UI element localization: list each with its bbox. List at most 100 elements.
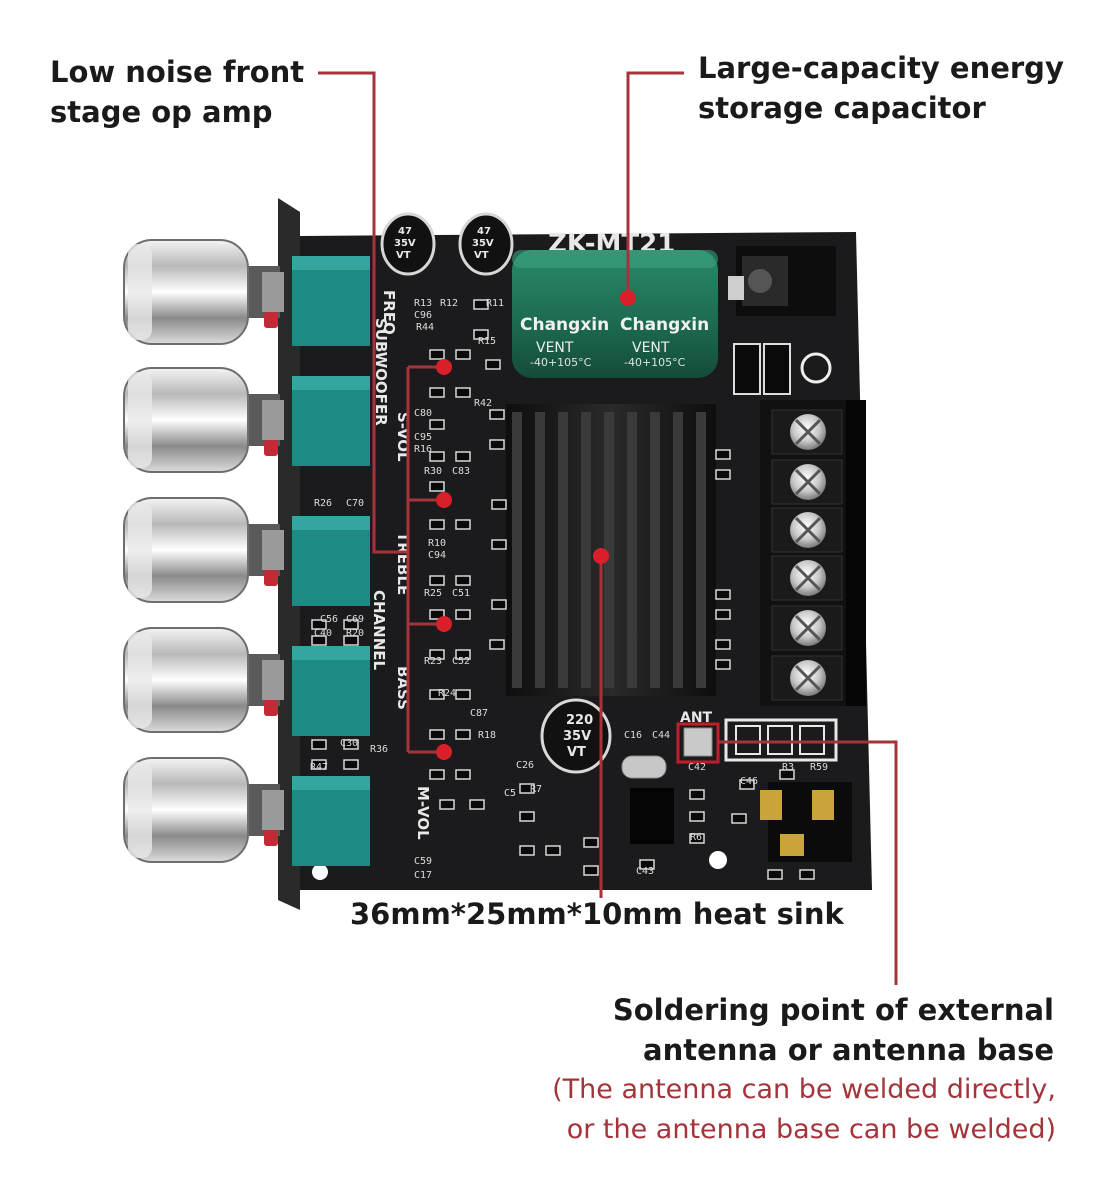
smd-part	[429, 451, 445, 462]
svg-text:35V: 35V	[394, 238, 416, 249]
capacitor-callout: Large-capacity energy storage capacitor	[698, 48, 1064, 128]
smd-components	[311, 299, 815, 880]
svg-text:47: 47	[477, 226, 491, 237]
diode	[733, 343, 761, 395]
svg-text:-40+105°C: -40+105°C	[530, 356, 592, 369]
knob-label: SUBWOOFER	[372, 318, 390, 426]
potentiometer-column	[292, 256, 370, 866]
silkscreen-label: C17	[414, 870, 432, 881]
smd-part	[689, 789, 705, 800]
smd-part	[689, 833, 705, 844]
heat-sink-fin	[627, 412, 637, 688]
smd-part	[343, 619, 359, 630]
smd-part	[519, 783, 535, 794]
smd-part	[799, 869, 815, 880]
crystal-oscillator	[621, 755, 667, 779]
heat-sink-fin	[673, 412, 683, 688]
terminal-screw	[771, 409, 843, 455]
heat-sink-fin	[558, 412, 568, 688]
smd-part	[715, 449, 731, 460]
silkscreen-label: C40	[314, 628, 332, 639]
silkscreen-label: C43	[636, 866, 654, 877]
heat-sink-fin	[604, 412, 614, 688]
smd-part	[715, 639, 731, 650]
capacitor-dot	[620, 290, 636, 306]
smd-part	[739, 779, 755, 790]
svg-text:VENT: VENT	[632, 340, 670, 356]
knob-column	[123, 239, 284, 863]
antenna-note-line-1: (The antenna can be welded directly,	[552, 1074, 1056, 1105]
smd-part	[455, 609, 471, 620]
svg-text:220: 220	[566, 713, 593, 728]
potentiometer	[292, 776, 370, 866]
silkscreen-label: C51	[452, 588, 470, 599]
silkscreen-label: R25	[424, 588, 442, 599]
bluetooth-chip	[630, 788, 674, 844]
silkscreen-label: C56	[320, 614, 338, 625]
silkscreen-label: R18	[478, 730, 496, 741]
smd-part	[473, 329, 489, 340]
terminal-screw	[771, 555, 843, 601]
small-capacitor: 47 35V VT	[458, 212, 514, 276]
knob-label: CHANNEL	[370, 590, 388, 671]
heat-sink-dot	[593, 548, 609, 564]
smd-part	[311, 635, 327, 646]
smd-part	[583, 837, 599, 848]
smd-part	[429, 419, 445, 430]
silkscreen-label: C16	[624, 730, 642, 741]
capacitor-callout-line-1: Large-capacity energy	[698, 51, 1064, 85]
svg-text:VT: VT	[474, 250, 489, 261]
small-capacitor: 47 35V VT	[380, 212, 436, 276]
op-amp-dot	[436, 492, 452, 508]
smd-part	[429, 649, 445, 660]
heat-sink-fin	[581, 412, 591, 688]
op-amp-dot	[436, 359, 452, 375]
audio-input-jack	[760, 782, 852, 862]
smd-part	[545, 845, 561, 856]
smd-part	[489, 439, 505, 450]
silkscreen-label: R30	[424, 466, 442, 477]
antenna-callout-line-1: Soldering point of external	[612, 993, 1054, 1027]
silkscreen-label: C69	[346, 614, 364, 625]
heat-sink	[506, 404, 716, 696]
svg-text:47: 47	[398, 226, 412, 237]
capacitor-callout-line-2: storage capacitor	[698, 91, 986, 125]
svg-text:35V: 35V	[563, 729, 591, 744]
smd-part	[689, 811, 705, 822]
smd-part	[715, 609, 731, 620]
smd-part	[491, 499, 507, 510]
volume-knob	[123, 367, 284, 473]
svg-text:Changxin: Changxin	[620, 315, 709, 335]
potentiometer	[292, 376, 370, 466]
speaker-terminal-block	[760, 400, 866, 706]
silkscreen-label: C83	[452, 466, 470, 477]
svg-text:VENT: VENT	[536, 340, 574, 356]
knob-label: M-VOL	[414, 786, 432, 840]
op-amp-callout: Low noise front stage op amp	[50, 52, 304, 132]
terminal-screw	[771, 507, 843, 553]
silkscreen-label: R6	[690, 832, 702, 843]
silkscreen-label: R42	[474, 398, 492, 409]
svg-text:VT: VT	[567, 745, 586, 760]
silkscreen-label: R59	[810, 762, 828, 773]
smd-part	[311, 739, 327, 750]
antenna-pad	[683, 727, 713, 757]
smd-part	[429, 481, 445, 492]
smd-part	[439, 799, 455, 810]
energy-storage-capacitor: Changxin Changxin VENT VENT -40+105°C -4…	[512, 250, 718, 378]
smd-part	[455, 575, 471, 586]
silkscreen-label: C95	[414, 432, 432, 443]
potentiometer	[292, 646, 370, 736]
heat-sink-fin	[512, 412, 522, 688]
smd-part	[779, 769, 795, 780]
heat-sink-fin	[696, 412, 706, 688]
smd-part	[455, 519, 471, 530]
smd-part	[311, 619, 327, 630]
smd-part	[489, 409, 505, 420]
smd-part	[343, 759, 359, 770]
mounting-hole	[709, 851, 727, 869]
smd-part	[429, 575, 445, 586]
